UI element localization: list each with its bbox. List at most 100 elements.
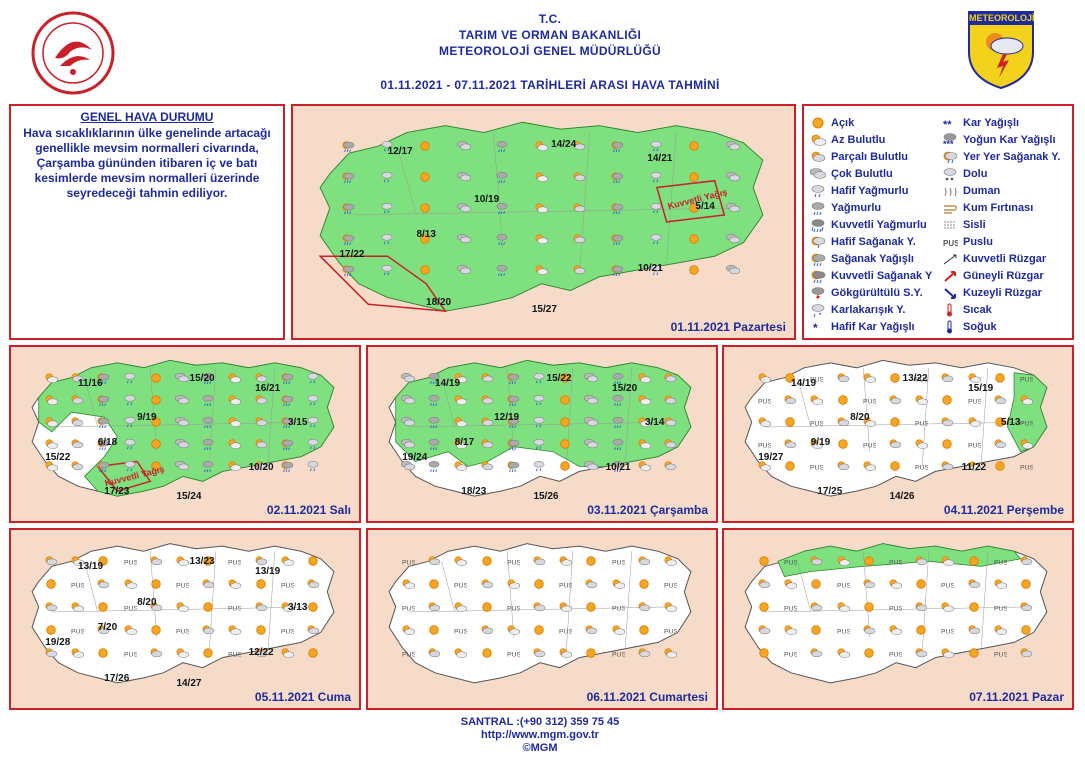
- partly-cloudy-icon: [480, 437, 494, 455]
- mostly-sunny-icon: [611, 623, 625, 641]
- mostly-sunny-icon: [123, 623, 137, 641]
- cloudy-icon: [174, 371, 190, 389]
- svg-text:PUS: PUS: [507, 560, 520, 567]
- heavy-rain-icon: [810, 218, 826, 232]
- sun-icon: [967, 554, 981, 572]
- partly-cloudy-icon: [572, 232, 586, 250]
- svg-text:PUS: PUS: [837, 583, 850, 590]
- legend-label: Kuvvetli Sağanak Y: [831, 269, 933, 282]
- sun-icon: [1019, 577, 1033, 595]
- mostly-sunny-icon: [534, 170, 548, 188]
- partly-cloudy-icon: [201, 623, 215, 641]
- sun-icon: [757, 554, 771, 572]
- partly-cloudy-icon: [637, 554, 651, 572]
- sun-icon: [993, 415, 1007, 433]
- temperature-label: 15/20: [612, 382, 638, 394]
- shower-icon: [610, 139, 624, 157]
- temperature-label: 9/19: [137, 412, 157, 424]
- legend-label: Parçalı Bulutlu: [831, 150, 909, 163]
- haze-icon: PUS: [123, 646, 139, 664]
- temperature-label: 12/19: [494, 412, 520, 424]
- header-date-range: 01.11.2021 - 07.11.2021 TARİHLERİ ARASI …: [380, 78, 720, 92]
- mostly-sunny-icon: [506, 623, 520, 641]
- svg-text:PUS: PUS: [943, 239, 958, 248]
- mostly-sunny-icon: [809, 437, 824, 455]
- partly-cloudy-icon: [70, 415, 84, 433]
- legend-item: Sisli: [942, 216, 1060, 233]
- forecast-date-label: 05.11.2021 Cuma: [254, 690, 351, 704]
- shower-icon: [341, 139, 355, 157]
- rain-icon: [495, 232, 509, 250]
- temperature-label: 5/14: [695, 201, 715, 213]
- haze-icon: PUS: [280, 623, 296, 641]
- legend-item: Kuvvetli Sağanak Y: [810, 267, 932, 284]
- shower-icon: [610, 201, 624, 219]
- mostly-sunny-icon: [940, 600, 955, 618]
- mostly-sunny-icon: [993, 623, 1008, 641]
- footer-url-link[interactable]: http://www.mgm.gov.tr: [481, 729, 599, 741]
- sun-icon: [149, 623, 163, 641]
- temperature-label: 17/22: [339, 249, 365, 261]
- haze-icon: PUS: [809, 415, 825, 433]
- temperature-label: 10/19: [474, 194, 500, 206]
- partly-cloudy-icon: [993, 393, 1007, 411]
- mostly-sunny-icon: [175, 554, 190, 572]
- partly-cloudy-icon: [149, 554, 163, 572]
- sun-icon: [96, 600, 110, 618]
- mostly-sunny-icon: [227, 459, 242, 477]
- svg-text:PUS: PUS: [454, 583, 467, 590]
- light-rain-icon: [532, 437, 546, 455]
- mostly-sunny-icon: [809, 393, 824, 411]
- temperature-label: 14/27: [176, 677, 202, 689]
- partly-cloudy-icon: [96, 577, 110, 595]
- partly-cloudy-icon: [306, 577, 320, 595]
- general-weather-title: GENEL HAVA DURUMU: [80, 110, 214, 124]
- partly-cloudy-icon: [572, 201, 586, 219]
- partly-cloudy-icon: [254, 459, 268, 477]
- legend-label: Az Bulutlu: [831, 133, 886, 146]
- legend-item: Az Bulutlu: [810, 131, 932, 148]
- temperature-label: 5/13: [1000, 417, 1021, 429]
- temperature-label: 11/22: [961, 461, 987, 473]
- haze-icon: PUS: [611, 554, 627, 572]
- haze-icon: PUS: [967, 393, 983, 411]
- haze-icon: PUS: [663, 577, 679, 595]
- haze-icon: PUS: [663, 623, 679, 641]
- sun-icon: [44, 623, 58, 641]
- haze-icon: PUS: [888, 554, 904, 572]
- mostly-sunny-icon: [836, 600, 850, 618]
- partly-cloudy-icon: [480, 415, 494, 433]
- partly-cloudy-icon: [572, 139, 586, 157]
- sun-icon: [149, 459, 163, 477]
- haze-icon: PUS: [401, 554, 417, 572]
- partly-cloudy-icon: [44, 554, 58, 572]
- mostly-sunny-icon: [637, 371, 652, 389]
- light-rain-icon: [123, 459, 137, 477]
- rain-icon: [201, 415, 215, 433]
- south-wind-icon: [942, 269, 958, 283]
- cloudy-icon: [400, 459, 415, 477]
- sun-icon: [993, 459, 1007, 477]
- temperature-label: 3/14: [644, 417, 665, 429]
- partly-cloudy-icon: [836, 459, 850, 477]
- haze-icon: PUS: [783, 554, 799, 572]
- legend-item: Çok Bulutlu: [809, 165, 932, 182]
- strong-wind-icon: [942, 252, 958, 266]
- cloudy-icon: [584, 393, 599, 411]
- sun-icon: [306, 554, 320, 572]
- partly-cloudy-icon: [783, 393, 797, 411]
- temperature-label: 17/23: [104, 486, 130, 498]
- rain-icon: [611, 437, 625, 455]
- mostly-sunny-icon: [70, 646, 85, 664]
- temperature-label: 11/16: [78, 377, 103, 389]
- mostly-sunny-icon: [810, 133, 827, 147]
- svg-text:PUS: PUS: [810, 376, 823, 383]
- turkey-map: [318, 121, 764, 312]
- haze-icon: PUS: [862, 437, 878, 455]
- mostly-sunny-icon: [453, 393, 468, 411]
- shower-icon: [506, 415, 520, 433]
- svg-text:PUS: PUS: [612, 560, 625, 567]
